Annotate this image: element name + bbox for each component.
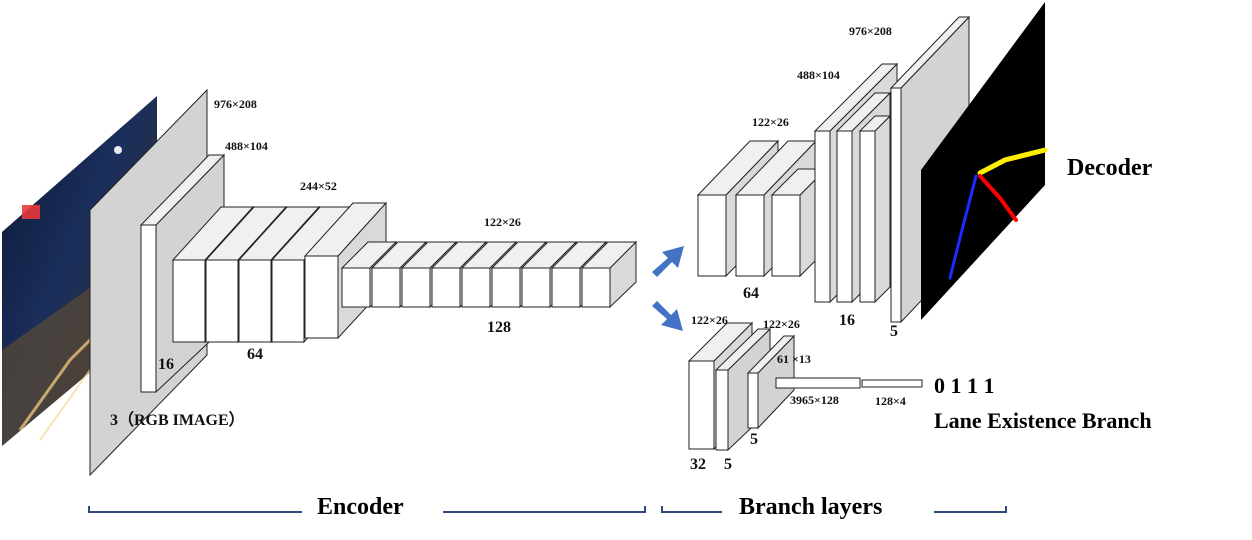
existence-dim-122a: 122×26 (691, 313, 728, 327)
lane-blue (948, 174, 978, 280)
encoder-channel-64: 64 (247, 346, 263, 363)
branch-section-label: Branch layers (739, 494, 882, 520)
branch-bracket (661, 506, 1007, 513)
encoder-block-group-128 (340, 240, 638, 309)
existence-dim-128x4: 128×4 (875, 394, 906, 408)
lane-yellow (977, 147, 1048, 176)
decoder-channel-16: 16 (839, 312, 855, 329)
lane-red (978, 174, 1018, 222)
existence-title: Lane Existence Branch (934, 408, 1152, 433)
existence-dim-61: 61 ×13 (777, 352, 811, 366)
encoder-channel-128: 128 (487, 319, 511, 336)
lane-output-map (921, 2, 1048, 320)
existence-channel-32: 32 (690, 456, 706, 473)
existence-dim-122b: 122×26 (763, 317, 800, 331)
decoder-channel-64: 64 (743, 285, 759, 302)
decoder-slab (858, 114, 892, 304)
branch-arrow-down (652, 301, 683, 331)
existence-channel-5b: 5 (750, 431, 758, 448)
encoder-dim-976: 976×208 (214, 97, 257, 111)
existence-output: 0 1 1 1 (934, 373, 995, 398)
encoder-dim-488: 488×104 (225, 139, 268, 153)
decoder-channel-5: 5 (890, 323, 898, 340)
encoder-channel-16: 16 (158, 356, 174, 373)
encoder-section-label: Encoder (317, 494, 404, 520)
decoder-block-group-64 (696, 139, 828, 278)
fc-layer-3965x128 (775, 377, 861, 389)
decoder-dim-488: 488×104 (797, 68, 840, 82)
decoder-title: Decoder (1067, 155, 1153, 181)
decoder-dim-122: 122×26 (752, 115, 789, 129)
branch-arrow-up (652, 246, 684, 277)
decoder-block-group-16 (813, 62, 899, 304)
decoder-dim-976: 976×208 (849, 24, 892, 38)
encoder-dim-122: 122×26 (484, 215, 521, 229)
encoder-bracket (88, 506, 646, 513)
encoder-dim-244: 244×52 (300, 179, 337, 193)
existence-channel-5a: 5 (724, 456, 732, 473)
existence-dim-3965: 3965×128 (790, 393, 839, 407)
fc-layer-128x4 (861, 379, 923, 388)
encoder-input-label: 3（RGB IMAGE） (110, 411, 245, 429)
encoder-block (580, 240, 638, 309)
encoder-block-group-64 (171, 201, 388, 344)
existence-block-group (687, 321, 923, 452)
